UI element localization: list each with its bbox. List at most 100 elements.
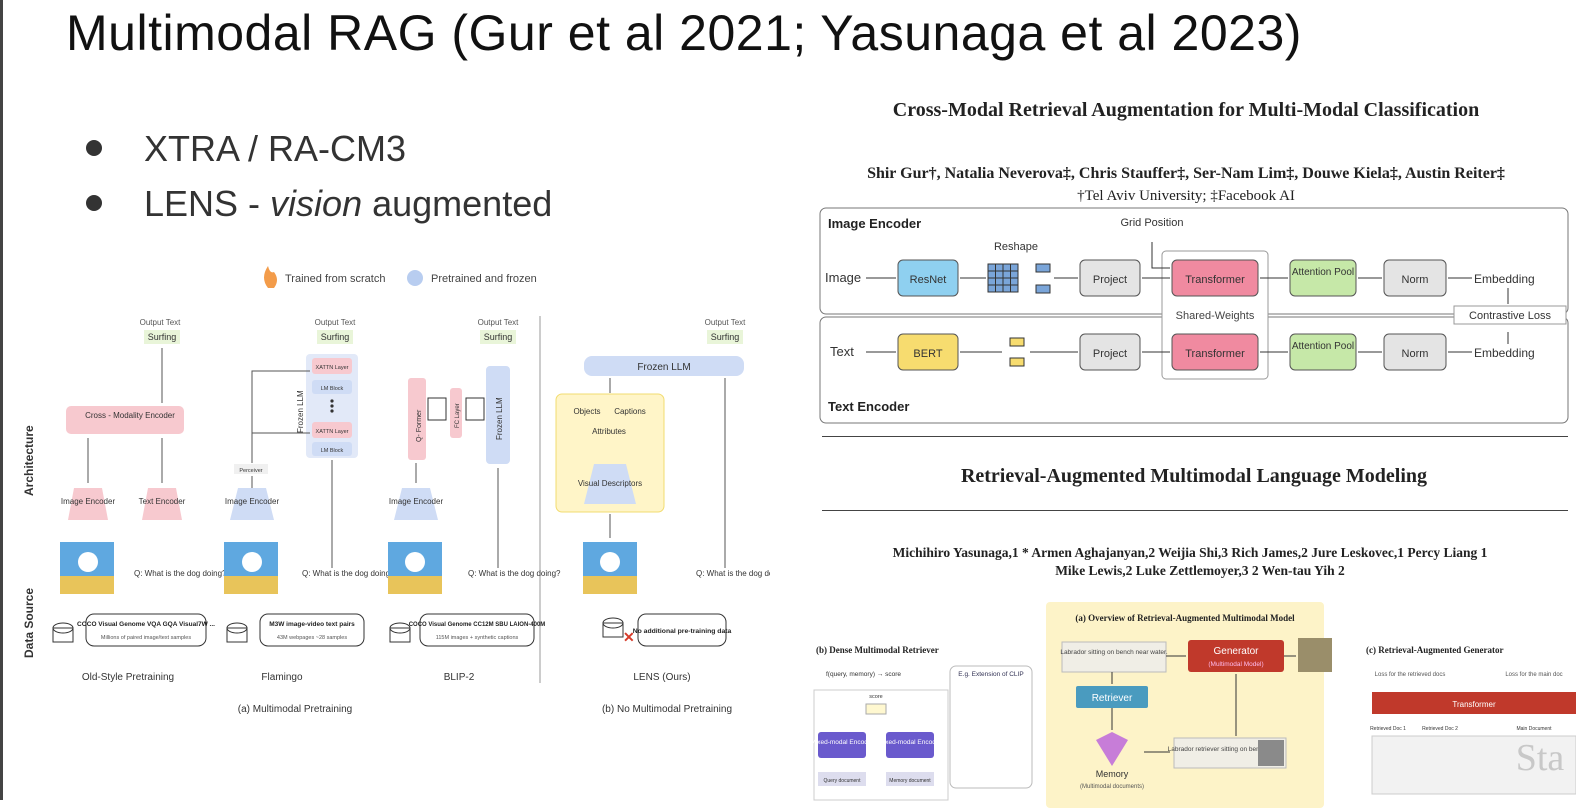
racm3-transformer-box	[1372, 692, 1576, 714]
row-label-data-source: Data Source	[22, 588, 36, 658]
column-name: Flamingo	[261, 672, 303, 683]
reshape-label: Reshape	[994, 241, 1038, 253]
xattn-label: XATTN Layer	[316, 429, 349, 435]
database-icon-body	[226, 627, 248, 643]
resnet-label: ResNet	[910, 274, 947, 286]
slide-frame-edge	[0, 0, 3, 800]
bert-label: BERT	[913, 348, 942, 360]
legend-scratch-label: Trained from scratch	[285, 273, 385, 285]
token-icon	[1009, 337, 1025, 347]
project-label: Project	[1093, 348, 1127, 360]
retrieved-image	[1258, 740, 1284, 766]
column-name: BLIP-2	[444, 672, 475, 683]
frozen-llm-label: Frozen LLM	[637, 362, 690, 373]
resnet-box	[897, 259, 959, 297]
racm3-authors-line2: Mike Lewis,2 Luke Zettlemoyer,3 2 Wen-ta…	[1055, 563, 1345, 578]
output-word: Surfing	[148, 332, 177, 342]
xtra-authors: Shir Gur†, Natalia Neverova‡, Chris Stau…	[867, 165, 1505, 182]
token-icon	[1035, 284, 1051, 294]
query-encoder-box	[818, 732, 866, 758]
slide-title: Multimodal RAG (Gur et al 2021; Yasunaga…	[66, 5, 1302, 61]
image-encoder-shape	[68, 488, 108, 520]
fc-layer-label: FC Layer	[455, 403, 461, 428]
image-encoder-label: Image Encoder	[61, 497, 116, 506]
query-text-box	[1061, 641, 1167, 673]
bullet-text: XTRA / RA-CM3	[144, 128, 407, 169]
dog-image-surfboard	[583, 576, 637, 594]
cross-modality-encoder	[66, 406, 184, 434]
dog-image-dog	[405, 552, 425, 572]
overview-title: (a) Overview of Retrieval-Augmented Mult…	[1075, 613, 1295, 623]
generator-box	[1188, 640, 1284, 672]
text-encoder-shape	[142, 488, 182, 520]
attention-pool-box	[1289, 259, 1357, 297]
norm-box	[1383, 259, 1447, 297]
legend-scratch: Trained from scratch	[264, 266, 385, 288]
transformer-box	[1171, 259, 1259, 297]
bullet-text-em: vision	[270, 183, 363, 224]
question-text: Q: What is the dog doing?	[696, 569, 770, 578]
lm-block-2	[312, 442, 352, 456]
xattn-label: XATTN Layer	[316, 365, 349, 371]
output-text-label: Output Text	[478, 318, 520, 327]
question-text: Q: What is the dog doing?	[468, 569, 561, 578]
data-source-title: COCO Visual Genome VQA GQA Visual7W ...	[77, 621, 215, 628]
generator-docs-area	[1371, 735, 1576, 795]
cross-modality-label: Cross - Modality Encoder	[85, 411, 175, 420]
clip-extension-label: E.g. Extension of CLIP	[958, 671, 1023, 678]
norm-box	[1383, 333, 1447, 371]
watermark: Sta	[1516, 737, 1565, 779]
dog-image-surfboard	[224, 576, 278, 594]
memory-gem-icon	[1096, 732, 1128, 766]
query-encoder-label: Mixed-modal Encoder	[810, 739, 874, 746]
question-text: Q: What is the dog doing?	[134, 569, 227, 578]
output-word: Surfing	[711, 332, 740, 342]
ellipsis-dot	[330, 409, 334, 413]
image-encoder-label: Image Encoder	[828, 216, 921, 231]
image-encoder-shape	[394, 488, 438, 520]
dense-diagram-area	[813, 689, 949, 801]
qformer-label: Q- Former	[416, 409, 423, 442]
database-icon-body	[602, 622, 624, 638]
xtra-paper-panel: Cross-Modal Retrieval Augmentation for M…	[819, 99, 1569, 424]
lens-module	[555, 393, 665, 513]
legend-frozen-label: Pretrained and frozen	[431, 273, 537, 285]
lm-block-label: LM Block	[321, 448, 344, 454]
text-input-label: Text	[830, 344, 854, 359]
arrow	[1151, 242, 1170, 269]
output-text-label: Output Text	[140, 318, 182, 327]
database-icon-body	[389, 627, 411, 643]
output-word: Surfing	[321, 332, 350, 342]
dog-image-dog	[78, 552, 98, 572]
project-label: Project	[1093, 274, 1127, 286]
retrieved-doc2-label: Retrieved Doc 2	[1422, 726, 1458, 732]
token-icon	[1009, 357, 1025, 367]
text-encoder-label: Text Encoder	[828, 399, 909, 414]
xattn-layer-1	[312, 358, 352, 374]
data-source-title: M3W image-video text pairs	[269, 621, 355, 628]
query-text: Labrador sitting on bench near water.	[1060, 649, 1168, 656]
output-text-label: Output Text	[705, 318, 747, 327]
panel-divider	[822, 510, 1568, 511]
row-label-architecture: Architecture	[22, 425, 36, 496]
output-box	[707, 330, 743, 344]
shared-weights-label: Shared-Weights	[1176, 310, 1255, 322]
memory-label: Memory	[1096, 769, 1129, 779]
racm3-transformer-label: Transformer	[1452, 700, 1496, 709]
ellipsis-dot	[330, 399, 334, 403]
retrieved-doc1-label: Retrieved Doc 1	[1370, 726, 1406, 732]
grid-position-label: Grid Position	[1121, 217, 1184, 229]
bullet-text-post: augmented	[362, 183, 553, 224]
embedding-label: Embedding	[1474, 346, 1535, 360]
frozen-llm-vertical: Frozen LLM	[495, 397, 504, 440]
question-text: Q: What is the dog doing?	[302, 569, 395, 578]
attention-pool-label: Attention Pool	[1292, 341, 1354, 352]
score-box	[865, 703, 887, 715]
column-lens: Output Text Surfing Frozen LLM Objects C…	[555, 318, 770, 683]
fire-icon	[264, 266, 277, 288]
data-source-box	[259, 613, 365, 647]
column-blip2: Output Text Surfing Frozen LLM Q- Former…	[388, 318, 561, 683]
retrieved-text: Labrador retriever sitting on bench.	[1168, 746, 1269, 753]
image-encoder-shape	[230, 488, 274, 520]
attention-pool-box	[1289, 333, 1357, 371]
